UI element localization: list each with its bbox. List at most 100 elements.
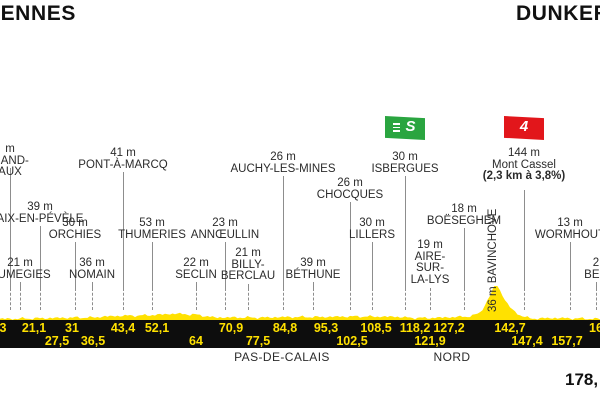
location-name: SUR-: [415, 262, 445, 275]
km-marker: 70,9: [218, 321, 244, 335]
leader-line: [248, 284, 249, 288]
location-label: 21 mRUMEGIES: [0, 257, 51, 281]
location-name: AIX-EN-PÉVÈLE: [0, 212, 84, 225]
km-marker: 64: [189, 334, 203, 348]
leader-line: [196, 282, 197, 288]
location-name: WORMHOUT: [534, 228, 600, 241]
leader-line: [313, 282, 314, 288]
km-marker: 16: [589, 321, 600, 335]
km-marker: 77,5: [245, 334, 271, 348]
location-name: THUMERIES: [118, 228, 186, 241]
location-altitude: 18 m: [451, 203, 477, 215]
climb-gradient: (2,3 km à 3,8%): [482, 170, 566, 183]
leader-line-dashed: [570, 288, 571, 310]
leader-line: [570, 242, 571, 288]
km-marker: 118,2: [399, 321, 431, 335]
location-name: SECLIN: [175, 268, 217, 281]
location-altitude: 39 m: [300, 257, 326, 269]
location-name: LILLERS: [348, 228, 396, 241]
km-marker: 84,8: [272, 321, 298, 335]
km-marker: 102,5: [336, 334, 368, 348]
leader-line: [372, 242, 373, 288]
location-altitude: m: [5, 143, 15, 155]
location-name: ANNŒULLIN: [190, 228, 260, 241]
leader-line-dashed: [152, 288, 153, 310]
leader-line-dashed: [248, 288, 249, 310]
km-marker: 52,1: [144, 321, 170, 335]
leader-line: [40, 226, 41, 288]
location-altitude: 39 m: [27, 201, 53, 213]
location-name: AIRE-: [414, 250, 446, 263]
region-label: PAS-DE-CALAIS: [234, 350, 330, 364]
sprint-badge-icon: S: [385, 116, 425, 140]
leader-line-dashed: [196, 288, 197, 310]
leader-line: [20, 282, 21, 288]
location-name: MAND-: [0, 154, 29, 167]
km-marker: 147,4: [511, 334, 543, 348]
location-altitude: 144 m: [508, 147, 540, 159]
km-marker: 95,3: [313, 321, 339, 335]
location-altitude: 26 m: [270, 151, 296, 163]
location-altitude: 26 m: [337, 177, 363, 189]
location-altitude: 41 m: [110, 147, 136, 159]
leader-line-dashed: [75, 288, 76, 310]
leader-line-dashed: [430, 288, 431, 310]
leader-line-dashed: [283, 288, 284, 310]
location-altitude: 21 m: [235, 247, 261, 259]
location-altitude: 30 m: [62, 217, 88, 229]
leader-line-dashed: [372, 288, 373, 310]
start-city-title: ENCIENNES: [0, 2, 76, 25]
leader-line: [10, 168, 11, 288]
leader-line: [225, 242, 226, 288]
elevation-profile: [0, 286, 600, 322]
leader-line-dashed: [225, 288, 226, 310]
leader-line-dashed: [596, 288, 597, 310]
km-marker: 43,4: [110, 321, 136, 335]
location-name: ISBERGUES: [371, 162, 439, 175]
leader-line: [405, 176, 406, 288]
km-marker: 21,1: [21, 321, 47, 335]
location-altitude: 22 m: [183, 257, 209, 269]
region-label: NORD: [433, 350, 471, 364]
km-marker: 3: [0, 321, 7, 335]
climb-category-number: 4: [519, 118, 529, 135]
location-label: 2BER: [584, 257, 600, 281]
leader-line-dashed: [10, 288, 11, 310]
location-name: ORCHIES: [48, 228, 102, 241]
leader-line-dashed: [40, 288, 41, 310]
total-distance-label: 178,: [565, 370, 599, 389]
leader-line-dashed: [464, 288, 465, 310]
location-name: NOMAIN: [69, 268, 115, 281]
leader-line-dashed: [524, 288, 525, 310]
leader-line: [464, 228, 465, 288]
km-marker: 157,7: [551, 334, 583, 348]
km-marker: 121,9: [414, 334, 446, 348]
location-name: CHOCQUES: [316, 188, 384, 201]
km-marker: 142,7: [494, 321, 526, 335]
location-altitude: 30 m: [392, 151, 418, 163]
location-name: LA-LYS: [410, 273, 450, 286]
location-name: BÉTHUNE: [285, 268, 341, 281]
location-name: PONT-À-MARCQ: [78, 158, 168, 171]
leader-line-dashed: [20, 288, 21, 310]
leader-line-dashed: [350, 288, 351, 310]
leader-line: [350, 202, 351, 288]
km-marker: 36,5: [80, 334, 106, 348]
location-altitude: 36 m: [79, 257, 105, 269]
location-label: mMAND-AUX: [0, 143, 29, 179]
